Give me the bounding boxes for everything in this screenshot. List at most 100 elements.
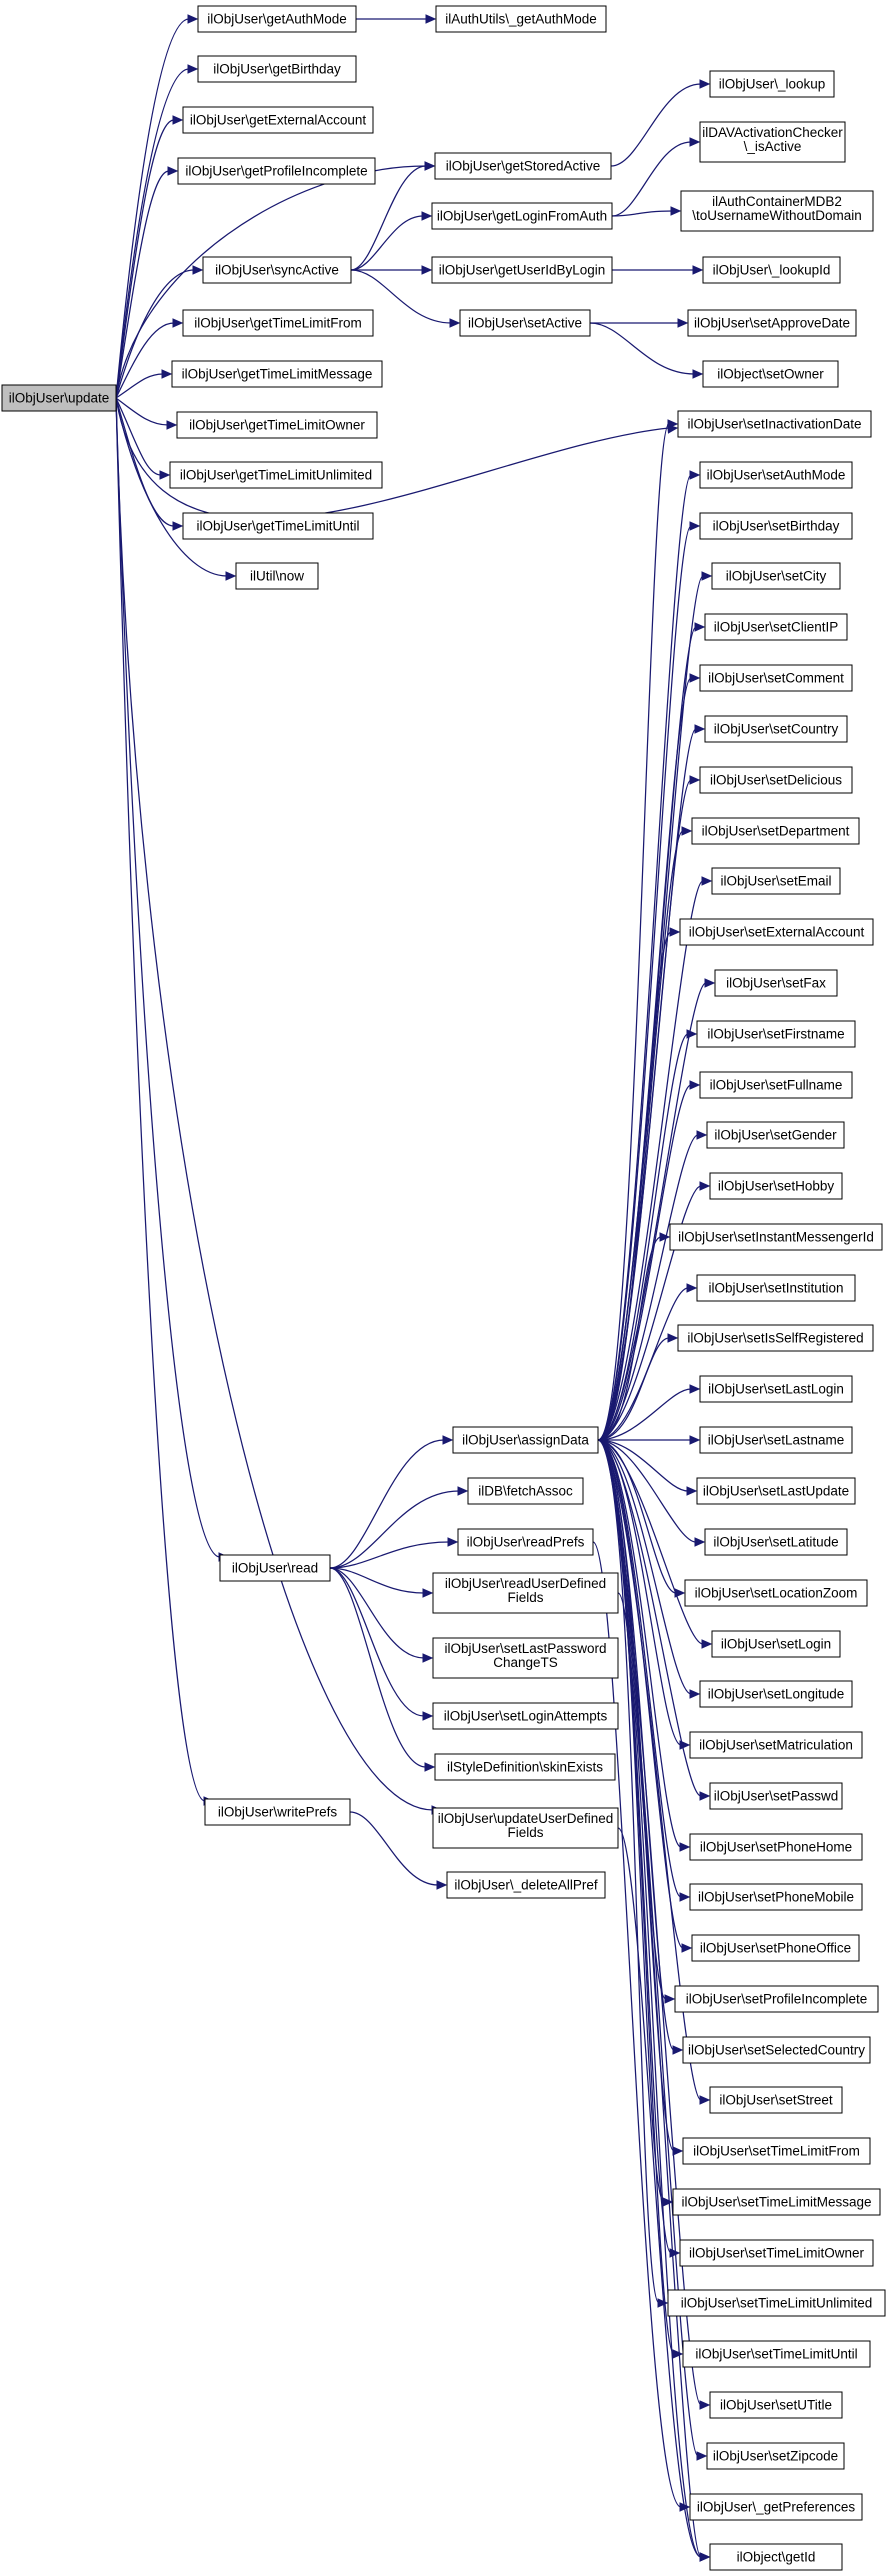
node-setCountry[interactable]: ilObjUser\setCountry [704, 715, 848, 743]
node-skinExists[interactable]: ilStyleDefinition\skinExists [434, 1753, 616, 1781]
node-setZipcode[interactable]: ilObjUser\setZipcode [706, 2442, 845, 2470]
node-writePrefs[interactable]: ilObjUser\writePrefs [204, 1798, 351, 1826]
edge-assignData-to-setInstantMessengerId [597, 1232, 671, 1441]
node-setGender[interactable]: ilObjUser\setGender [706, 1121, 845, 1149]
node-setPhoneHome[interactable]: ilObjUser\setPhoneHome [689, 1833, 863, 1861]
node-setIsSelfRegistered[interactable]: ilObjUser\setIsSelfRegistered [677, 1324, 874, 1352]
node-getTimeLimitFrom[interactable]: ilObjUser\getTimeLimitFrom [182, 309, 374, 337]
node-setFirstname[interactable]: ilObjUser\setFirstname [696, 1020, 856, 1048]
node-setDelicious[interactable]: ilObjUser\setDelicious [699, 766, 853, 794]
node-getLoginFromAuth[interactable]: ilObjUser\getLoginFromAuth [431, 202, 613, 230]
node-getBirthday[interactable]: ilObjUser\getBirthday [197, 55, 357, 83]
edge-update-to-syncActive [115, 265, 204, 399]
node-setStreet[interactable]: ilObjUser\setStreet [709, 2086, 843, 2114]
edge-getLoginFromAuth-to-isActive [611, 137, 701, 217]
edge-assignData-to-setZipcode [597, 1439, 708, 2461]
node-getTimeLimitUntil[interactable]: ilObjUser\getTimeLimitUntil [182, 512, 374, 540]
node-setInstantMessengerId[interactable]: ilObjUser\setInstantMessengerId [669, 1223, 883, 1251]
node-toUsername[interactable]: ilAuthContainerMDB2\toUsernameWithoutDom… [680, 190, 874, 232]
node-deleteAllPref[interactable]: ilObjUser\_deleteAllPref [446, 1871, 606, 1899]
node-setLastUpdate[interactable]: ilObjUser\setLastUpdate [696, 1477, 856, 1505]
node-setLoginAttempts[interactable]: ilObjUser\setLoginAttempts [432, 1702, 619, 1730]
node-setMatriculation[interactable]: ilObjUser\setMatriculation [689, 1731, 863, 1759]
node-getTimeLimitMessage[interactable]: ilObjUser\getTimeLimitMessage [171, 360, 383, 388]
node-setSelectedCountry[interactable]: ilObjUser\setSelectedCountry [682, 2036, 871, 2064]
node-read[interactable]: ilObjUser\read [219, 1554, 331, 1582]
edge-getAuthMode-to-authGetAuthMode [355, 14, 437, 24]
node-setAuthMode[interactable]: ilObjUser\setAuthMode [699, 461, 853, 489]
node-label: ilObjUser\getUserIdByLogin [439, 263, 606, 278]
node-authGetAuthMode[interactable]: ilAuthUtils\_getAuthMode [435, 5, 607, 33]
node-setPhoneOffice[interactable]: ilObjUser\setPhoneOffice [691, 1934, 860, 1962]
edge-assignData-to-setLogin [597, 1439, 713, 1649]
node-setFax[interactable]: ilObjUser\setFax [714, 969, 838, 997]
node-update[interactable]: ilObjUser\update [1, 384, 117, 412]
node-setActive[interactable]: ilObjUser\setActive [459, 309, 591, 337]
node-setApproveDate[interactable]: ilObjUser\setApproveDate [687, 309, 857, 337]
node-setLogin[interactable]: ilObjUser\setLogin [711, 1630, 841, 1658]
node-assignData[interactable]: ilObjUser\assignData [452, 1426, 599, 1454]
node-setClientIP[interactable]: ilObjUser\setClientIP [704, 613, 848, 641]
node-getUserIdByLogin[interactable]: ilObjUser\getUserIdByLogin [431, 256, 613, 284]
edge-read-to-fetchAssoc [329, 1486, 469, 1569]
node-setLongitude[interactable]: ilObjUser\setLongitude [699, 1680, 853, 1708]
node-getPreferences[interactable]: ilObjUser\_getPreferences [689, 2493, 863, 2521]
node-setEmail[interactable]: ilObjUser\setEmail [711, 867, 841, 895]
node-setOwner[interactable]: ilObject\setOwner [702, 360, 839, 388]
edge-assignData-to-setBirthday [597, 521, 701, 1441]
node-setLatitude[interactable]: ilObjUser\setLatitude [704, 1528, 848, 1556]
node-setUTitle[interactable]: ilObjUser\setUTitle [709, 2391, 843, 2419]
node-utilNow[interactable]: ilUtil\now [235, 562, 319, 590]
node-readPrefs[interactable]: ilObjUser\readPrefs [457, 1528, 594, 1556]
node-isActive[interactable]: ilDAVActivationChecker\_isActive [699, 121, 846, 163]
node-getExternalAccount[interactable]: ilObjUser\getExternalAccount [182, 106, 374, 134]
node-setInactivationDate[interactable]: ilObjUser\setInactivationDate [677, 410, 872, 438]
node-syncActive[interactable]: ilObjUser\syncActive [202, 256, 352, 284]
node-setPasswd[interactable]: ilObjUser\setPasswd [709, 1782, 843, 1810]
node-setTimeLimitOwner[interactable]: ilObjUser\setTimeLimitOwner [679, 2239, 874, 2267]
node-setTimeLimitMessage[interactable]: ilObjUser\setTimeLimitMessage [672, 2188, 881, 2216]
node-fetchAssoc[interactable]: ilDB\fetchAssoc [467, 1477, 584, 1505]
node-setInstitution[interactable]: ilObjUser\setInstitution [696, 1274, 856, 1302]
node-setTimeLimitFrom[interactable]: ilObjUser\setTimeLimitFrom [682, 2137, 871, 2165]
node-lookup[interactable]: ilObjUser\_lookup [709, 70, 835, 98]
edge-assignData-to-setLastLogin [597, 1384, 701, 1441]
node-label: ilObjUser\getTimeLimitMessage [182, 367, 373, 382]
edge-setActive-to-setOwner [589, 322, 704, 379]
node-getId[interactable]: ilObject\getId [709, 2543, 843, 2571]
edge-update-to-writePrefs [115, 397, 215, 1806]
edge-assignData-to-setLastUpdate [597, 1439, 698, 1496]
node-setPhoneMobile[interactable]: ilObjUser\setPhoneMobile [689, 1883, 863, 1911]
node-label: ilObjUser\setLastUpdate [703, 1484, 849, 1499]
node-setFullname[interactable]: ilObjUser\setFullname [699, 1071, 853, 1099]
node-setDepartment[interactable]: ilObjUser\setDepartment [691, 817, 860, 845]
node-setLastLogin[interactable]: ilObjUser\setLastLogin [699, 1375, 853, 1403]
edge-assignData-to-setPhoneHome [597, 1439, 691, 1852]
node-label: ilObjUser\update [9, 391, 110, 406]
edge-syncActive-to-setActive [350, 269, 461, 328]
node-setCity[interactable]: ilObjUser\setCity [711, 562, 841, 590]
node-getStoredActive[interactable]: ilObjUser\getStoredActive [434, 152, 612, 180]
node-getTimeLimitUnlimited[interactable]: ilObjUser\getTimeLimitUnlimited [169, 461, 383, 489]
edge-update-to-getTimeLimitUnlimited [115, 397, 171, 480]
node-setLocationZoom[interactable]: ilObjUser\setLocationZoom [684, 1579, 868, 1607]
node-getAuthMode[interactable]: ilObjUser\getAuthMode [197, 5, 357, 33]
node-getTimeLimitOwner[interactable]: ilObjUser\getTimeLimitOwner [176, 411, 378, 439]
node-lookupId[interactable]: ilObjUser\_lookupId [702, 256, 841, 284]
node-setLastname[interactable]: ilObjUser\setLastname [699, 1426, 853, 1454]
node-setBirthday[interactable]: ilObjUser\setBirthday [699, 512, 853, 540]
node-setTimeLimitUnlimited[interactable]: ilObjUser\setTimeLimitUnlimited [667, 2289, 886, 2317]
node-setProfileIncomplete[interactable]: ilObjUser\setProfileIncomplete [674, 1985, 879, 2013]
node-getProfileIncomplete[interactable]: ilObjUser\getProfileIncomplete [177, 157, 376, 185]
node-setExternalAccount[interactable]: ilObjUser\setExternalAccount [679, 918, 874, 946]
edge-assignData-to-setFirstname [597, 1029, 698, 1441]
edge-read-to-skinExists [329, 1567, 436, 1772]
node-setComment[interactable]: ilObjUser\setComment [699, 664, 853, 692]
node-setHobby[interactable]: ilObjUser\setHobby [709, 1172, 843, 1200]
node-label: ilObjUser\setLongitude [708, 1687, 845, 1702]
node-label: ilObjUser\setPhoneOffice [700, 1941, 851, 1956]
node-setTimeLimitUntil[interactable]: ilObjUser\setTimeLimitUntil [682, 2340, 871, 2368]
